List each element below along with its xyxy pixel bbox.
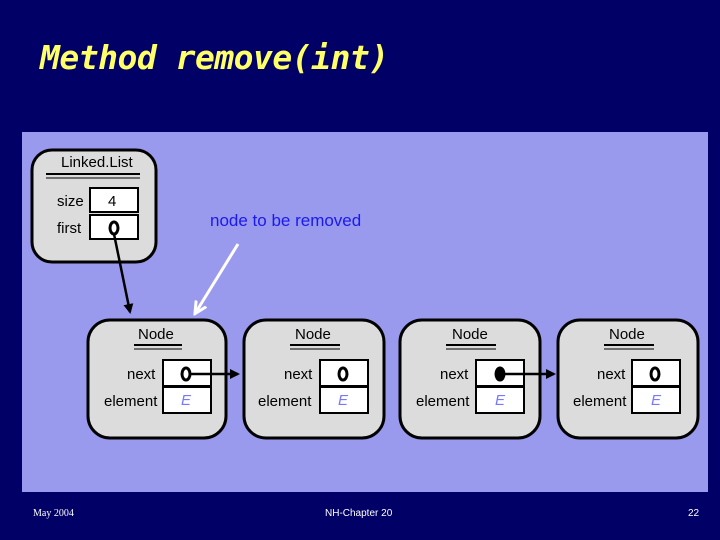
linkedlist-header: Linked.List	[61, 154, 133, 171]
next-label: next	[440, 366, 469, 383]
node-header: Node	[609, 326, 645, 343]
element-value: E	[651, 392, 662, 409]
element-label: element	[258, 393, 312, 410]
element-value: E	[495, 392, 506, 409]
size-field-box	[89, 187, 139, 213]
node-3	[398, 318, 542, 440]
element-label: element	[104, 393, 158, 410]
next-label: next	[127, 366, 156, 383]
element-label: element	[416, 393, 470, 410]
next-label: next	[284, 366, 313, 383]
first-label: first	[57, 220, 82, 237]
footer-page-number: 22	[688, 508, 700, 519]
element-label: element	[573, 393, 627, 410]
size-value: 4	[108, 193, 117, 210]
first-field-box	[89, 214, 139, 240]
element-value: E	[338, 392, 349, 409]
first-pointer-arrow	[112, 233, 134, 314]
element-value: E	[181, 392, 192, 409]
annotation-arrow	[196, 243, 240, 312]
node-header: Node	[295, 326, 331, 343]
size-label: size	[57, 193, 84, 210]
node-header: Node	[138, 326, 174, 343]
linkedlist-object	[30, 148, 158, 264]
footer-date: May 2004	[33, 508, 74, 519]
footer-chapter: NH-Chapter 20	[325, 508, 393, 519]
node-4	[556, 318, 700, 440]
next-label: next	[597, 366, 626, 383]
annotation-text: node to be removed	[210, 211, 362, 230]
slide-title: Method remove(int)	[40, 38, 389, 77]
node-2	[242, 318, 386, 440]
node-header: Node	[452, 326, 488, 343]
